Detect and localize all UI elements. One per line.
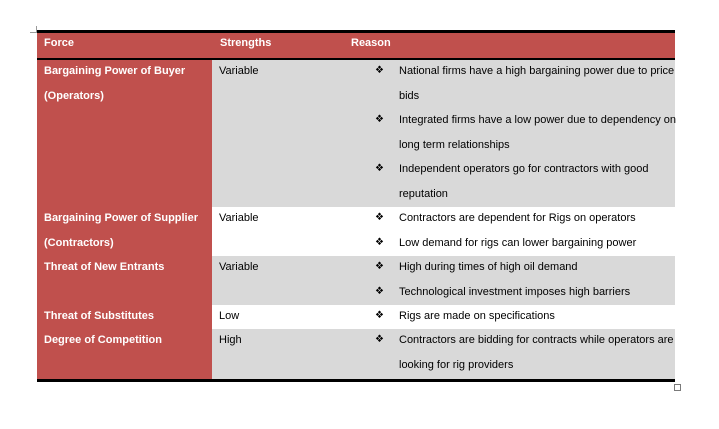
header-force: Force bbox=[44, 37, 74, 49]
force-label: Degree of Competition bbox=[44, 334, 162, 346]
porters-five-forces-table: Force Strengths Reason Bargaining Power … bbox=[37, 30, 677, 382]
strength-value: Low bbox=[219, 310, 240, 322]
force-label: Bargaining Power of Buyer bbox=[44, 65, 186, 77]
table-row: Threat of New Entrants Variable ❖ High d… bbox=[37, 256, 675, 305]
force-label-continued: (Contractors) bbox=[44, 237, 114, 249]
bullet-icon: ❖ bbox=[375, 114, 384, 125]
force-label: Threat of New Entrants bbox=[44, 261, 165, 273]
reason-text: Contractors are dependent for Rigs on op… bbox=[399, 212, 636, 224]
force-label-continued: (Operators) bbox=[44, 90, 104, 102]
reason-text: Technological investment imposes high ba… bbox=[399, 286, 631, 298]
bullet-icon: ❖ bbox=[375, 334, 384, 345]
strength-value: High bbox=[219, 334, 242, 346]
reason-text: High during times of high oil demand bbox=[399, 261, 578, 273]
reason-text-continued: looking for rig providers bbox=[399, 359, 514, 371]
force-cell: Degree of Competition bbox=[37, 329, 212, 379]
reason-text-continued: reputation bbox=[399, 188, 448, 200]
bullet-icon: ❖ bbox=[375, 310, 384, 321]
strength-value: Variable bbox=[219, 65, 259, 77]
bullet-icon: ❖ bbox=[375, 237, 384, 248]
table-header-row: Force Strengths Reason bbox=[37, 33, 675, 60]
reason-text: National firms have a high bargaining po… bbox=[399, 65, 675, 77]
table-row: Threat of Substitutes Low ❖ Rigs are mad… bbox=[37, 305, 675, 329]
force-cell: Bargaining Power of Supplier (Contractor… bbox=[37, 207, 212, 256]
force-cell: Threat of Substitutes bbox=[37, 305, 212, 329]
table-row: Degree of Competition High ❖ Contractors… bbox=[37, 329, 675, 379]
table-row: Bargaining Power of Buyer (Operators) Va… bbox=[37, 60, 677, 207]
header-reason: Reason bbox=[351, 37, 391, 49]
bullet-icon: ❖ bbox=[375, 261, 384, 272]
reason-text: Rigs are made on specifications bbox=[399, 310, 555, 322]
strength-value: Variable bbox=[219, 261, 259, 273]
bullet-icon: ❖ bbox=[375, 65, 384, 76]
force-cell: Threat of New Entrants bbox=[37, 256, 212, 305]
table-row: Bargaining Power of Supplier (Contractor… bbox=[37, 207, 675, 256]
reason-text: Independent operators go for contractors… bbox=[399, 163, 649, 175]
force-cell: Bargaining Power of Buyer (Operators) bbox=[37, 60, 212, 207]
reason-text: Integrated firms have a low power due to… bbox=[399, 114, 677, 126]
bullet-icon: ❖ bbox=[375, 163, 384, 174]
reason-text-continued: bids bbox=[399, 90, 420, 102]
strength-value: Variable bbox=[219, 212, 259, 224]
force-label: Threat of Substitutes bbox=[44, 310, 155, 322]
bullet-icon: ❖ bbox=[375, 212, 384, 223]
reason-text: Contractors are bidding for contracts wh… bbox=[399, 334, 674, 346]
header-strengths: Strengths bbox=[220, 37, 272, 49]
force-label: Bargaining Power of Supplier bbox=[44, 212, 199, 224]
table-resize-handle[interactable] bbox=[674, 384, 681, 391]
bullet-icon: ❖ bbox=[375, 286, 384, 297]
reason-text: Low demand for rigs can lower bargaining… bbox=[399, 237, 637, 249]
reason-text-continued: long term relationships bbox=[399, 139, 510, 151]
text-boundary-mark bbox=[30, 26, 37, 33]
